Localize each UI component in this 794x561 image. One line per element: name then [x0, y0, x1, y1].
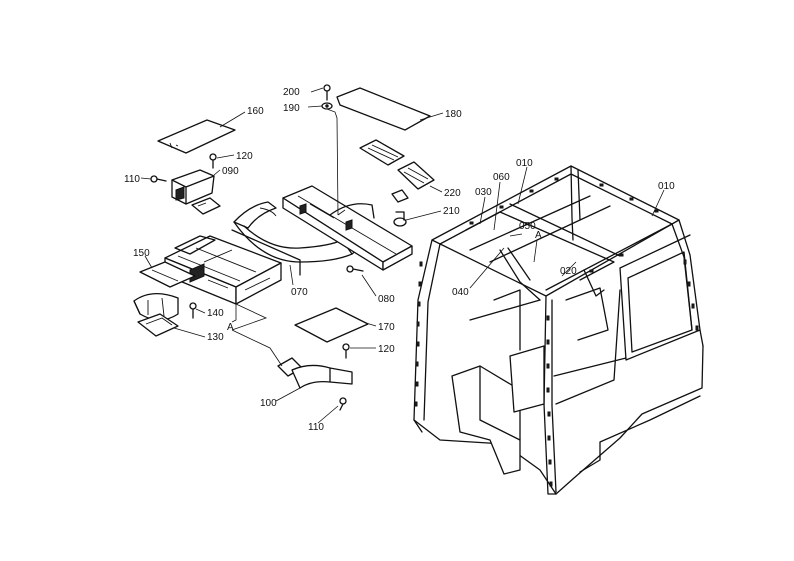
- part-130-lower-housing: [133, 293, 179, 337]
- label-030: 030: [475, 187, 492, 198]
- label-130: 130: [207, 332, 224, 343]
- part-170-floor-plate: [294, 307, 369, 343]
- part-100-duct-elbow: [277, 357, 353, 389]
- label-040: 040: [452, 287, 469, 298]
- label-120-upper: 120: [236, 151, 253, 162]
- label-110-lower: 110: [308, 422, 324, 433]
- part-120-screw-upper: [209, 153, 217, 169]
- leader-lines: [140, 87, 665, 424]
- label-050: 050: [519, 221, 536, 232]
- label-100: 100: [260, 398, 277, 409]
- label-120-lower: 120: [378, 344, 395, 355]
- part-150-filter: [139, 261, 196, 288]
- label-180: 180: [445, 109, 462, 120]
- label-090: 090: [222, 166, 239, 177]
- part-090-blower-housing: [171, 169, 221, 215]
- label-220: 220: [444, 188, 461, 199]
- label-080: 080: [378, 294, 395, 305]
- part-190-washer: [321, 102, 333, 110]
- part-110-screw-upper: [150, 175, 167, 183]
- label-160: 160: [247, 106, 264, 117]
- part-210-knob: [393, 211, 407, 227]
- part-140-screw: [189, 302, 197, 319]
- label-a-cab: A: [535, 230, 542, 241]
- part-upper-duct-assembly: [282, 185, 413, 271]
- part-heater-unit-body: [164, 235, 282, 305]
- label-010-front: 010: [516, 158, 533, 169]
- part-220-bracket: [391, 189, 409, 203]
- label-020: 020: [560, 266, 577, 277]
- label-170: 170: [378, 322, 395, 333]
- label-070: 070: [291, 287, 308, 298]
- part-180-roof-panel: [336, 87, 431, 131]
- label-060: 060: [493, 172, 510, 183]
- label-140: 140: [207, 308, 224, 319]
- part-vent-grilles: [359, 139, 435, 190]
- label-a-left: A: [227, 322, 234, 333]
- label-200: 200: [283, 87, 300, 98]
- part-110-screw-lower: [339, 397, 347, 411]
- part-080-screw: [346, 265, 364, 273]
- part-120-screw-lower: [342, 343, 350, 359]
- label-010-rear: 010: [658, 181, 675, 192]
- label-110-upper: 110: [124, 174, 140, 185]
- label-150: 150: [133, 248, 150, 259]
- part-200-screw: [323, 84, 331, 101]
- part-160-cover-plate: [157, 119, 236, 154]
- label-210: 210: [443, 206, 460, 217]
- part-labels: 160 120 110 090 150 140 130 A 200 190 18…: [124, 87, 675, 433]
- label-190: 190: [283, 103, 300, 114]
- part-cab-frame: [413, 165, 704, 495]
